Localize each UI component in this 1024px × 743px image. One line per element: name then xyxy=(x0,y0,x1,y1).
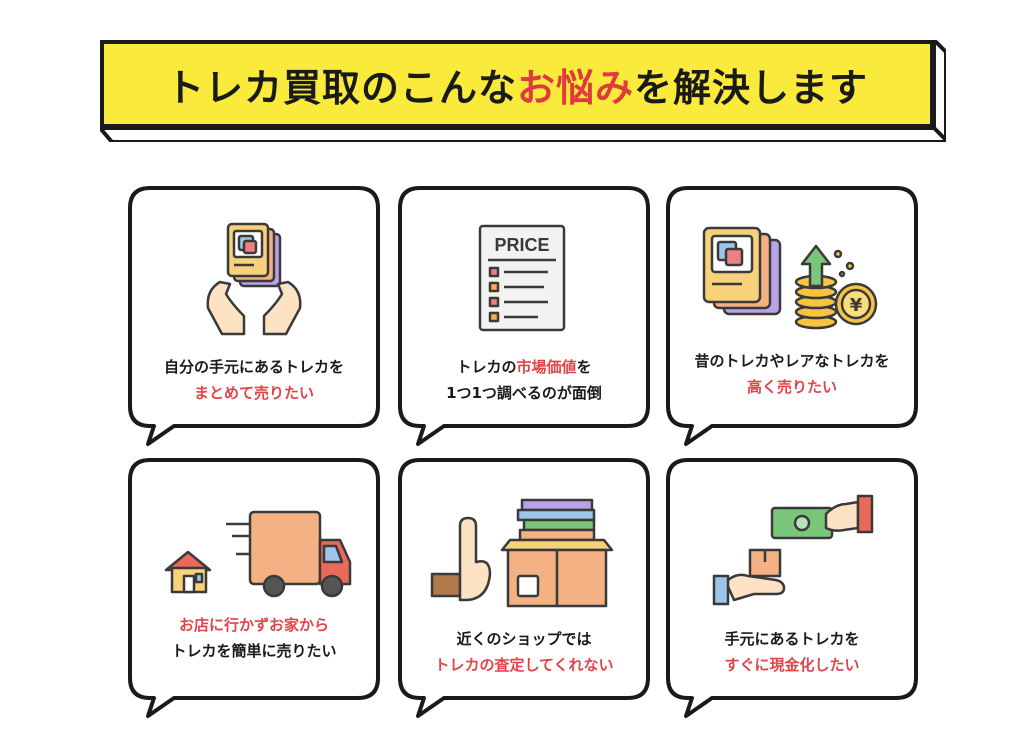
worry-card-quick-cash: 手元にあるトレカを すぐに現金化したい xyxy=(666,458,918,718)
price-sign-text: PRICE xyxy=(494,235,549,255)
card-caption: トレカの市場価値を 1つ1つ調べるのが面倒 xyxy=(446,358,602,402)
cash-and-parcel-hands-icon xyxy=(712,494,874,606)
hands-holding-cards-icon xyxy=(206,222,302,336)
speech-bubble xyxy=(128,186,380,446)
worry-card-bulk-sell: 自分の手元にあるトレカを まとめて売りたい xyxy=(128,186,380,446)
page-title: トレカ買取のこんなお悩みを解決します xyxy=(165,65,869,110)
card-caption: 自分の手元にあるトレカを まとめて売りたい xyxy=(163,358,344,402)
refusing-hand-and-box-icon xyxy=(430,498,614,608)
card-caption: お店に行かずお家から トレカを簡単に売りたい xyxy=(171,616,337,660)
card-caption: 手元にあるトレカを すぐに現金化したい xyxy=(724,630,860,674)
cards-and-yen-coins-icon: ¥ xyxy=(702,226,878,330)
price-list-icon: PRICE xyxy=(478,224,566,332)
banner-3d-edge xyxy=(100,40,946,142)
worry-card-market-value: PRICE トレカの市場価値を 1つ1つ調べるのが面倒 xyxy=(398,186,650,446)
header-banner: トレカ買取のこんなお悩みを解決します xyxy=(100,40,946,142)
banner-box: トレカ買取のこんなお悩みを解決します xyxy=(100,40,934,128)
worry-card-no-appraisal: 近くのショップでは トレカの査定してくれない xyxy=(398,458,650,718)
title-highlight: お悩み xyxy=(516,65,634,110)
card-caption: 近くのショップでは トレカの査定してくれない xyxy=(434,630,614,674)
worry-card-sell-from-home: お店に行かずお家から トレカを簡単に売りたい xyxy=(128,458,380,718)
house-and-delivery-truck-icon xyxy=(164,510,352,598)
yen-symbol: ¥ xyxy=(850,295,863,316)
card-caption: 昔のトレカやレアなトレカを 高く売りたい xyxy=(694,352,890,396)
worry-card-rare-cards: ¥ 昔のトレカやレアなトレカを 高く売りたい xyxy=(666,186,918,446)
